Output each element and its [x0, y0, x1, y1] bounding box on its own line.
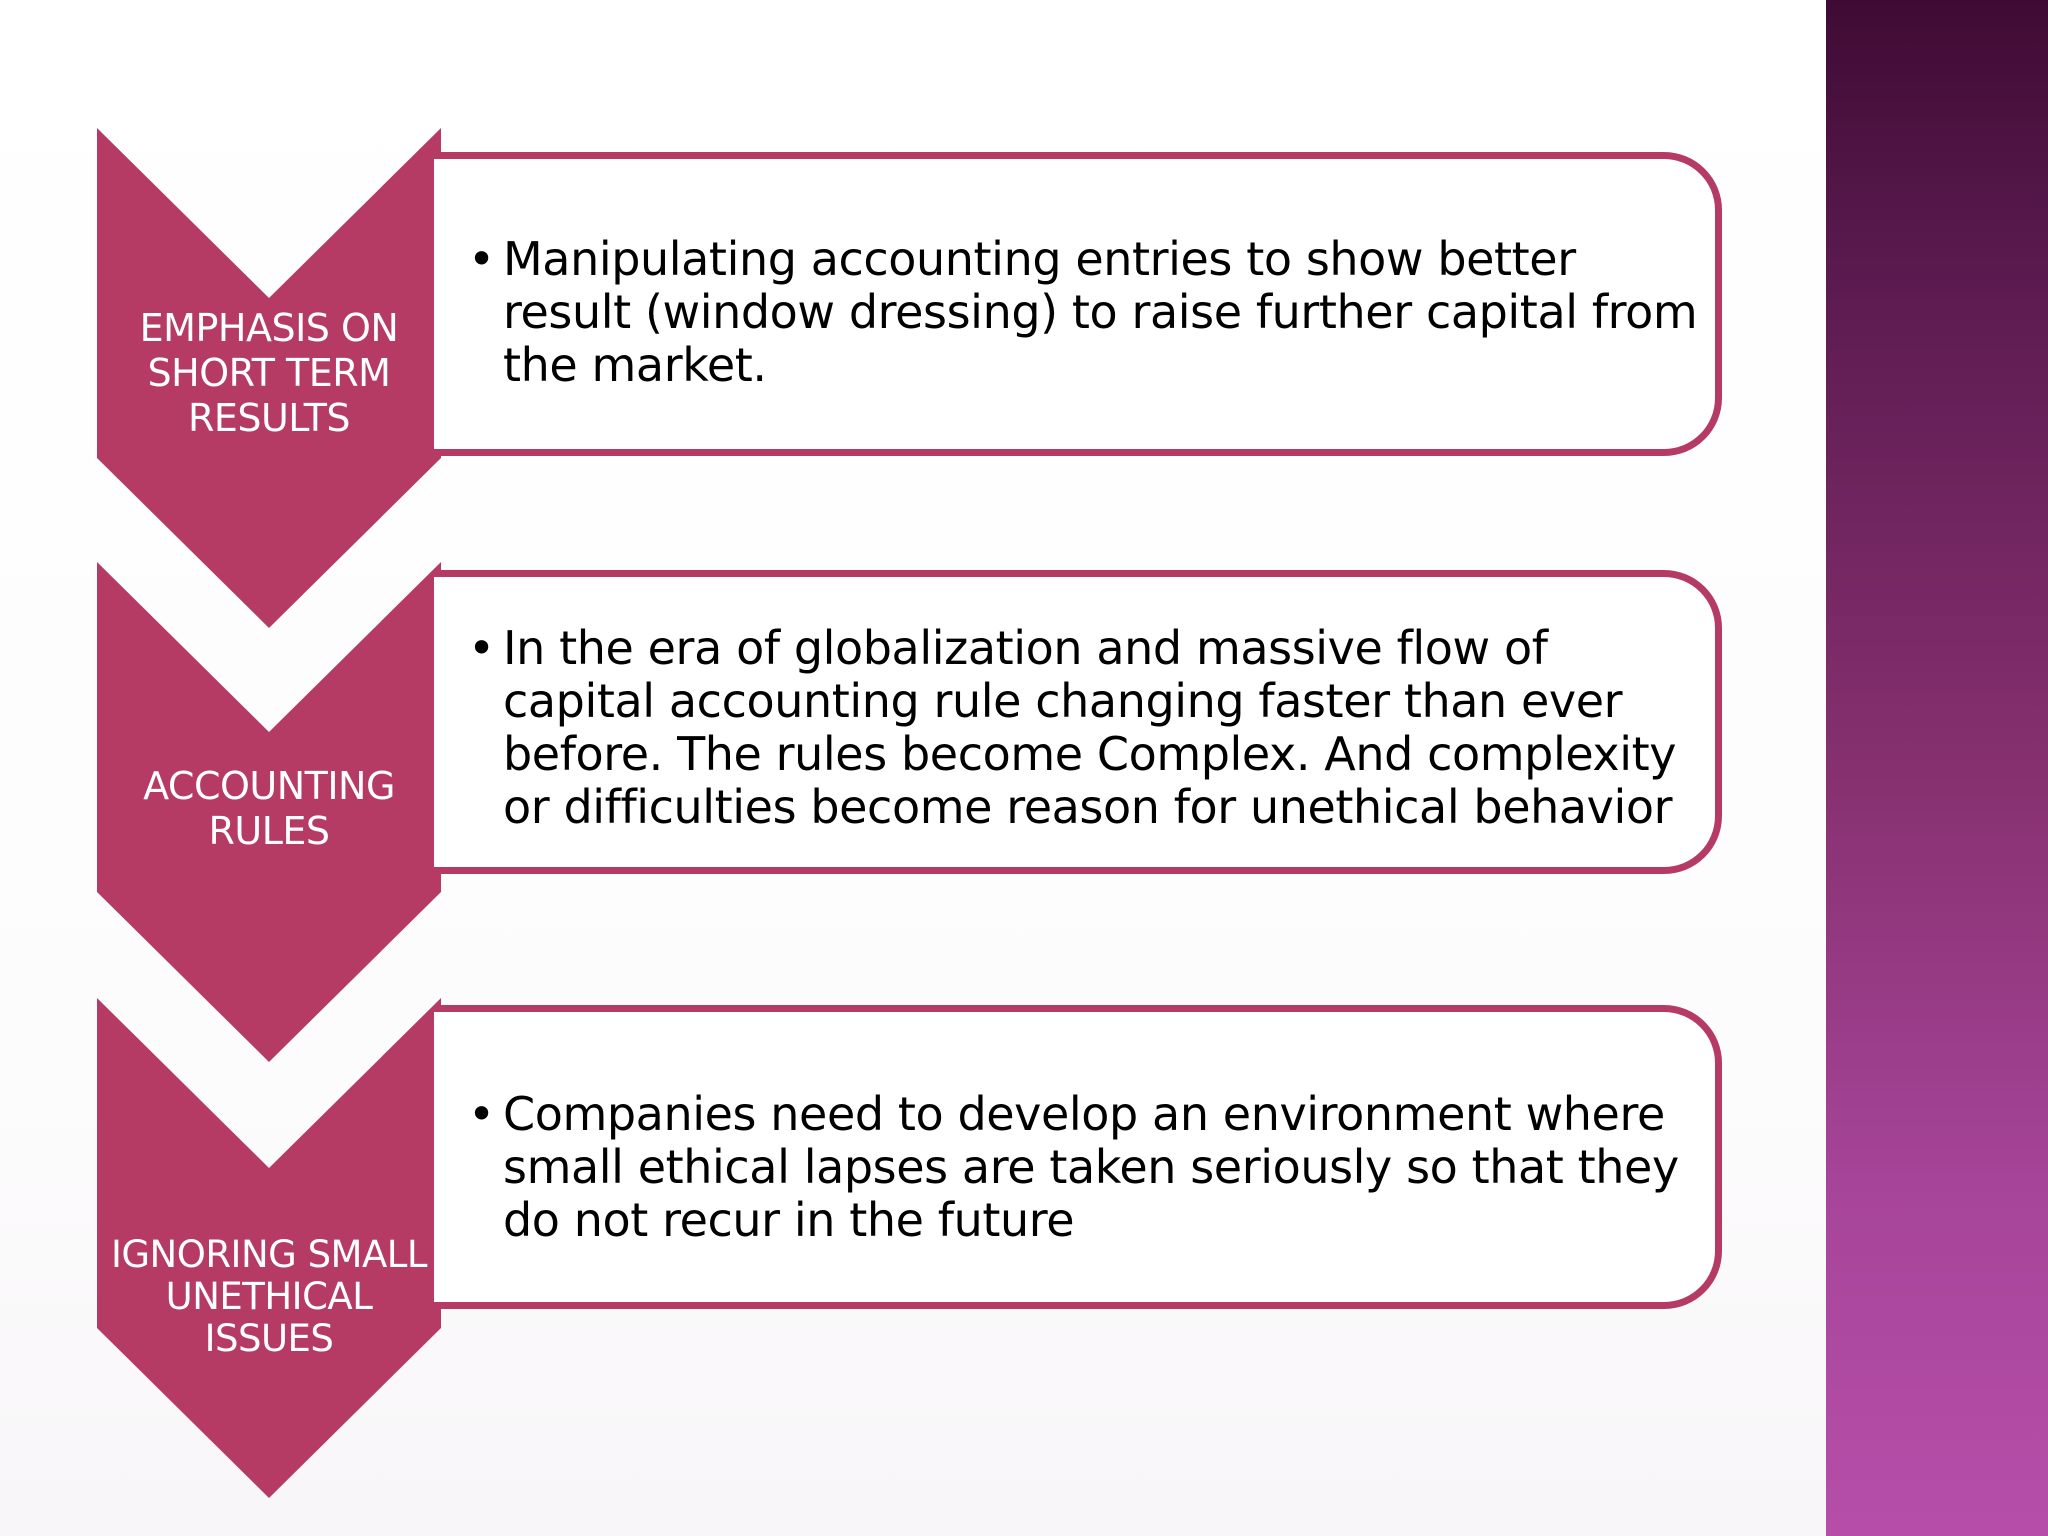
- chevron-step-1: EMPHASIS ON SHORT TERM RESULTS: [97, 128, 441, 628]
- chevron-label-2: ACCOUNTING RULES: [143, 764, 395, 853]
- description-card-1: • Manipulating accounting entries to sho…: [434, 152, 1722, 456]
- chevron-step-2: ACCOUNTING RULES: [97, 562, 441, 1062]
- card-text-2: • In the era of globalization and massiv…: [468, 622, 1701, 834]
- bullet-1: •: [468, 232, 495, 286]
- chevron-shape-3: [97, 998, 441, 1498]
- description-card-2: • In the era of globalization and massiv…: [434, 570, 1722, 874]
- chevron_label-3: IGNORING SMALL UNETHICAL ISSUES: [110, 1233, 428, 1360]
- card-text-1: • Manipulating accounting entries to sho…: [468, 233, 1701, 392]
- decorative-side-band: [1826, 0, 2048, 1536]
- card-body-3: Companies need to develop an environment…: [503, 1087, 1679, 1247]
- chevron-label-1: EMPHASIS ON SHORT TERM RESULTS: [139, 306, 399, 440]
- card-body-1: Manipulating accounting entries to show …: [503, 232, 1698, 392]
- bullet-2: •: [468, 621, 495, 675]
- description-card-3: • Companies need to develop an environme…: [434, 1005, 1722, 1309]
- chevron-shape-2: [97, 562, 441, 1062]
- card-body-2: In the era of globalization and massive …: [503, 621, 1677, 834]
- chevron-step-3: IGNORING SMALL UNETHICAL ISSUES: [97, 998, 441, 1498]
- bullet-3: •: [468, 1087, 495, 1141]
- card-text-3: • Companies need to develop an environme…: [468, 1088, 1701, 1247]
- chevron-shape-1: [97, 128, 441, 628]
